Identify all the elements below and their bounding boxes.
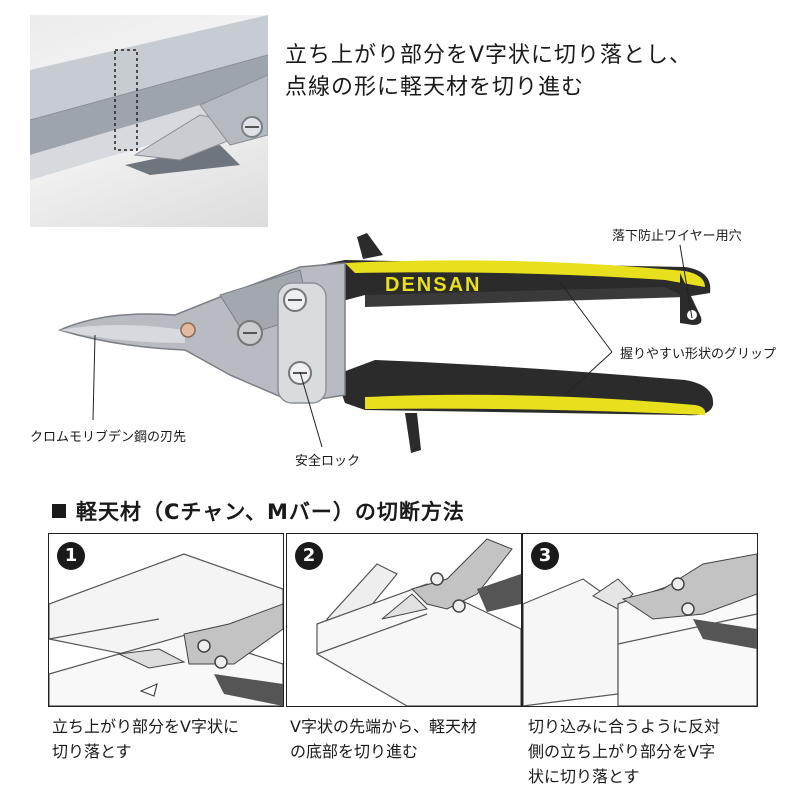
section-title-text: 軽天材（Cチャン、Mバー）の切断方法	[76, 500, 465, 524]
section-title: 軽天材（Cチャン、Mバー）の切断方法	[52, 496, 465, 526]
callout-grip: 握りやすい形状のグリップ	[620, 347, 777, 362]
step-text-2: V字状の先端から、軽天材 の底部を切り進む	[290, 714, 530, 764]
top-caption-line1: 立ち上がり部分をV字状に切り落とし、	[285, 43, 693, 68]
step-text-3: 切り込みに合うように反対 側の立ち上がり部分をV字 状に切り落とす	[528, 714, 768, 789]
snips-product-image: DENSAN	[45, 225, 735, 455]
step-number-1: 1	[57, 542, 85, 570]
brand-label: DENSAN	[385, 274, 481, 296]
step-text-1: 立ち上がり部分をV字状に 切り落とす	[52, 714, 292, 764]
step-2-line2: の底部を切り進む	[290, 742, 419, 761]
step-number-3: 3	[531, 542, 559, 570]
top-caption: 立ち上がり部分をV字状に切り落とし、 点線の形に軽天材を切り進む	[285, 40, 692, 104]
callout-wire-hole: 落下防止ワイヤー用穴	[612, 229, 742, 244]
step-1-line2: 切り落とす	[52, 742, 132, 761]
cutting-photo	[30, 15, 268, 227]
step-panel-3: 3	[522, 533, 758, 707]
step-3-line3: 状に切り落とす	[528, 767, 640, 786]
step-3-line1: 切り込みに合うように反対	[528, 717, 721, 736]
step-number-2: 2	[295, 542, 323, 570]
square-bullet-icon	[52, 504, 66, 518]
step-3-line2: 側の立ち上がり部分をV字	[528, 742, 715, 761]
step-2-line1: V字状の先端から、軽天材	[290, 717, 477, 736]
step-panel-1: 1	[48, 533, 284, 707]
top-caption-line2: 点線の形に軽天材を切り進む	[285, 75, 585, 100]
callout-blade: クロムモリブデン鋼の刃先	[30, 430, 187, 445]
step-panel-2: 2	[286, 533, 522, 707]
step-1-line1: 立ち上がり部分をV字状に	[52, 717, 239, 736]
callout-lock: 安全ロック	[295, 454, 361, 469]
